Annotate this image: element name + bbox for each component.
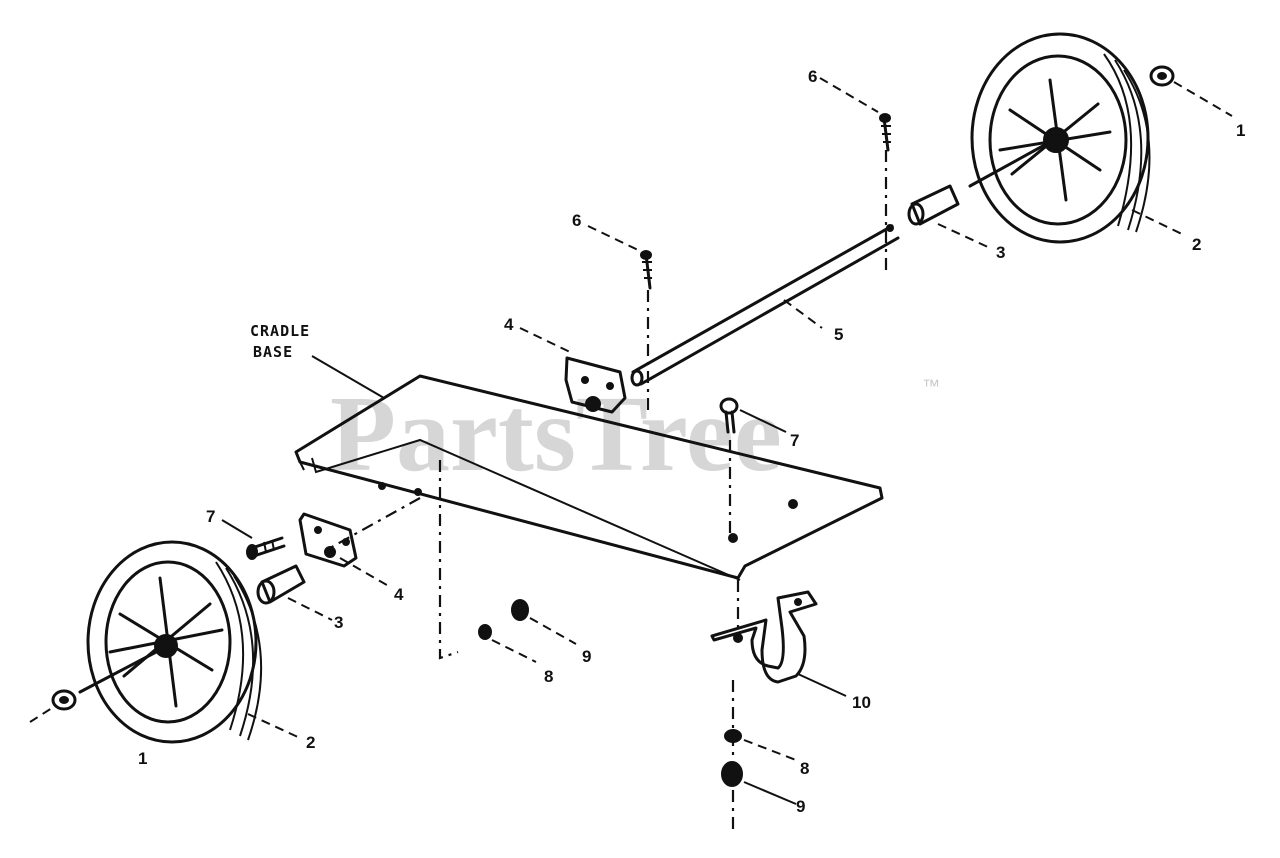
- cradle-base-plate: [294, 374, 884, 581]
- lockwasher-8-mid: [478, 624, 492, 640]
- washer-1-right: [1149, 65, 1175, 87]
- washer-1-right-leader: [1173, 81, 1233, 117]
- callout-1-right: 1: [1236, 121, 1245, 140]
- bolt-6-mid: [640, 250, 652, 290]
- callout-2-right: 2: [1192, 235, 1201, 254]
- cradle-base-label-line1: CRADLE: [250, 322, 310, 340]
- nut-9-mid: [511, 599, 529, 621]
- watermark-trademark: ™: [922, 376, 940, 396]
- lockwasher-8-mid-leader: [491, 639, 537, 663]
- axle-leader: [783, 299, 823, 329]
- wheel-left: [78, 540, 263, 744]
- callout-3-right: 3: [996, 243, 1005, 262]
- nut-9-mid-leader: [529, 617, 577, 645]
- bracket-upper: [564, 356, 627, 414]
- wheel-right-leader: [1131, 209, 1187, 237]
- callout-2-left: 2: [306, 733, 315, 752]
- bracket-upper-leader: [519, 327, 571, 353]
- callout-9-bottom: 9: [796, 797, 805, 816]
- washer-1-left-leader: [29, 707, 53, 723]
- bolt-6-top-leader: [819, 77, 879, 113]
- nut-9-bottom: [721, 761, 743, 787]
- bracket-10: [710, 590, 818, 684]
- cradle-base-leader: [311, 355, 385, 399]
- bracket-lower-leader: [339, 557, 393, 589]
- bolt-7-left: [246, 536, 286, 560]
- callout-10: 10: [852, 693, 871, 712]
- lockwasher-8-bottom: [724, 729, 742, 743]
- callout-6-mid: 6: [572, 211, 581, 230]
- callout-4-bottom: 4: [394, 585, 404, 604]
- callout-9-mid: 9: [582, 647, 591, 666]
- bracket-10-leader: [797, 673, 847, 697]
- callout-3-left: 3: [334, 613, 343, 632]
- washer-1-left: [51, 689, 77, 711]
- bushing-3-left-leader: [287, 597, 333, 621]
- callout-4-top: 4: [504, 315, 514, 334]
- axle-rod: [630, 224, 900, 387]
- callout-7-left: 7: [206, 507, 215, 526]
- bolt-6-top: [879, 113, 891, 152]
- bolt-7-right: [719, 397, 739, 434]
- callout-8-mid: 8: [544, 667, 553, 686]
- bolt-6-mid-leader: [587, 225, 639, 251]
- bushing-3-left: [256, 564, 306, 605]
- callout-5: 5: [834, 325, 843, 344]
- bolt-7-left-leader: [221, 519, 253, 539]
- callout-6-top: 6: [808, 67, 817, 86]
- bushing-3-right-leader: [937, 223, 991, 249]
- cradle-base-label-line2: BASE: [253, 343, 293, 361]
- wheel-left-leader: [247, 713, 301, 739]
- nut-9-bottom-leader: [743, 781, 797, 805]
- watermark-text: PartsTree: [330, 375, 782, 494]
- centerline-bracket-drop: [438, 460, 459, 660]
- wheel-right: [968, 32, 1151, 244]
- lockwasher-8-bottom-leader: [743, 739, 797, 761]
- callout-1-left: 1: [138, 749, 147, 768]
- bolt-7-right-leader: [739, 409, 787, 433]
- bushing-3-right: [907, 184, 960, 226]
- callout-7-right: 7: [790, 431, 799, 450]
- bracket-lower: [298, 512, 358, 568]
- callout-8-bottom: 8: [800, 759, 809, 778]
